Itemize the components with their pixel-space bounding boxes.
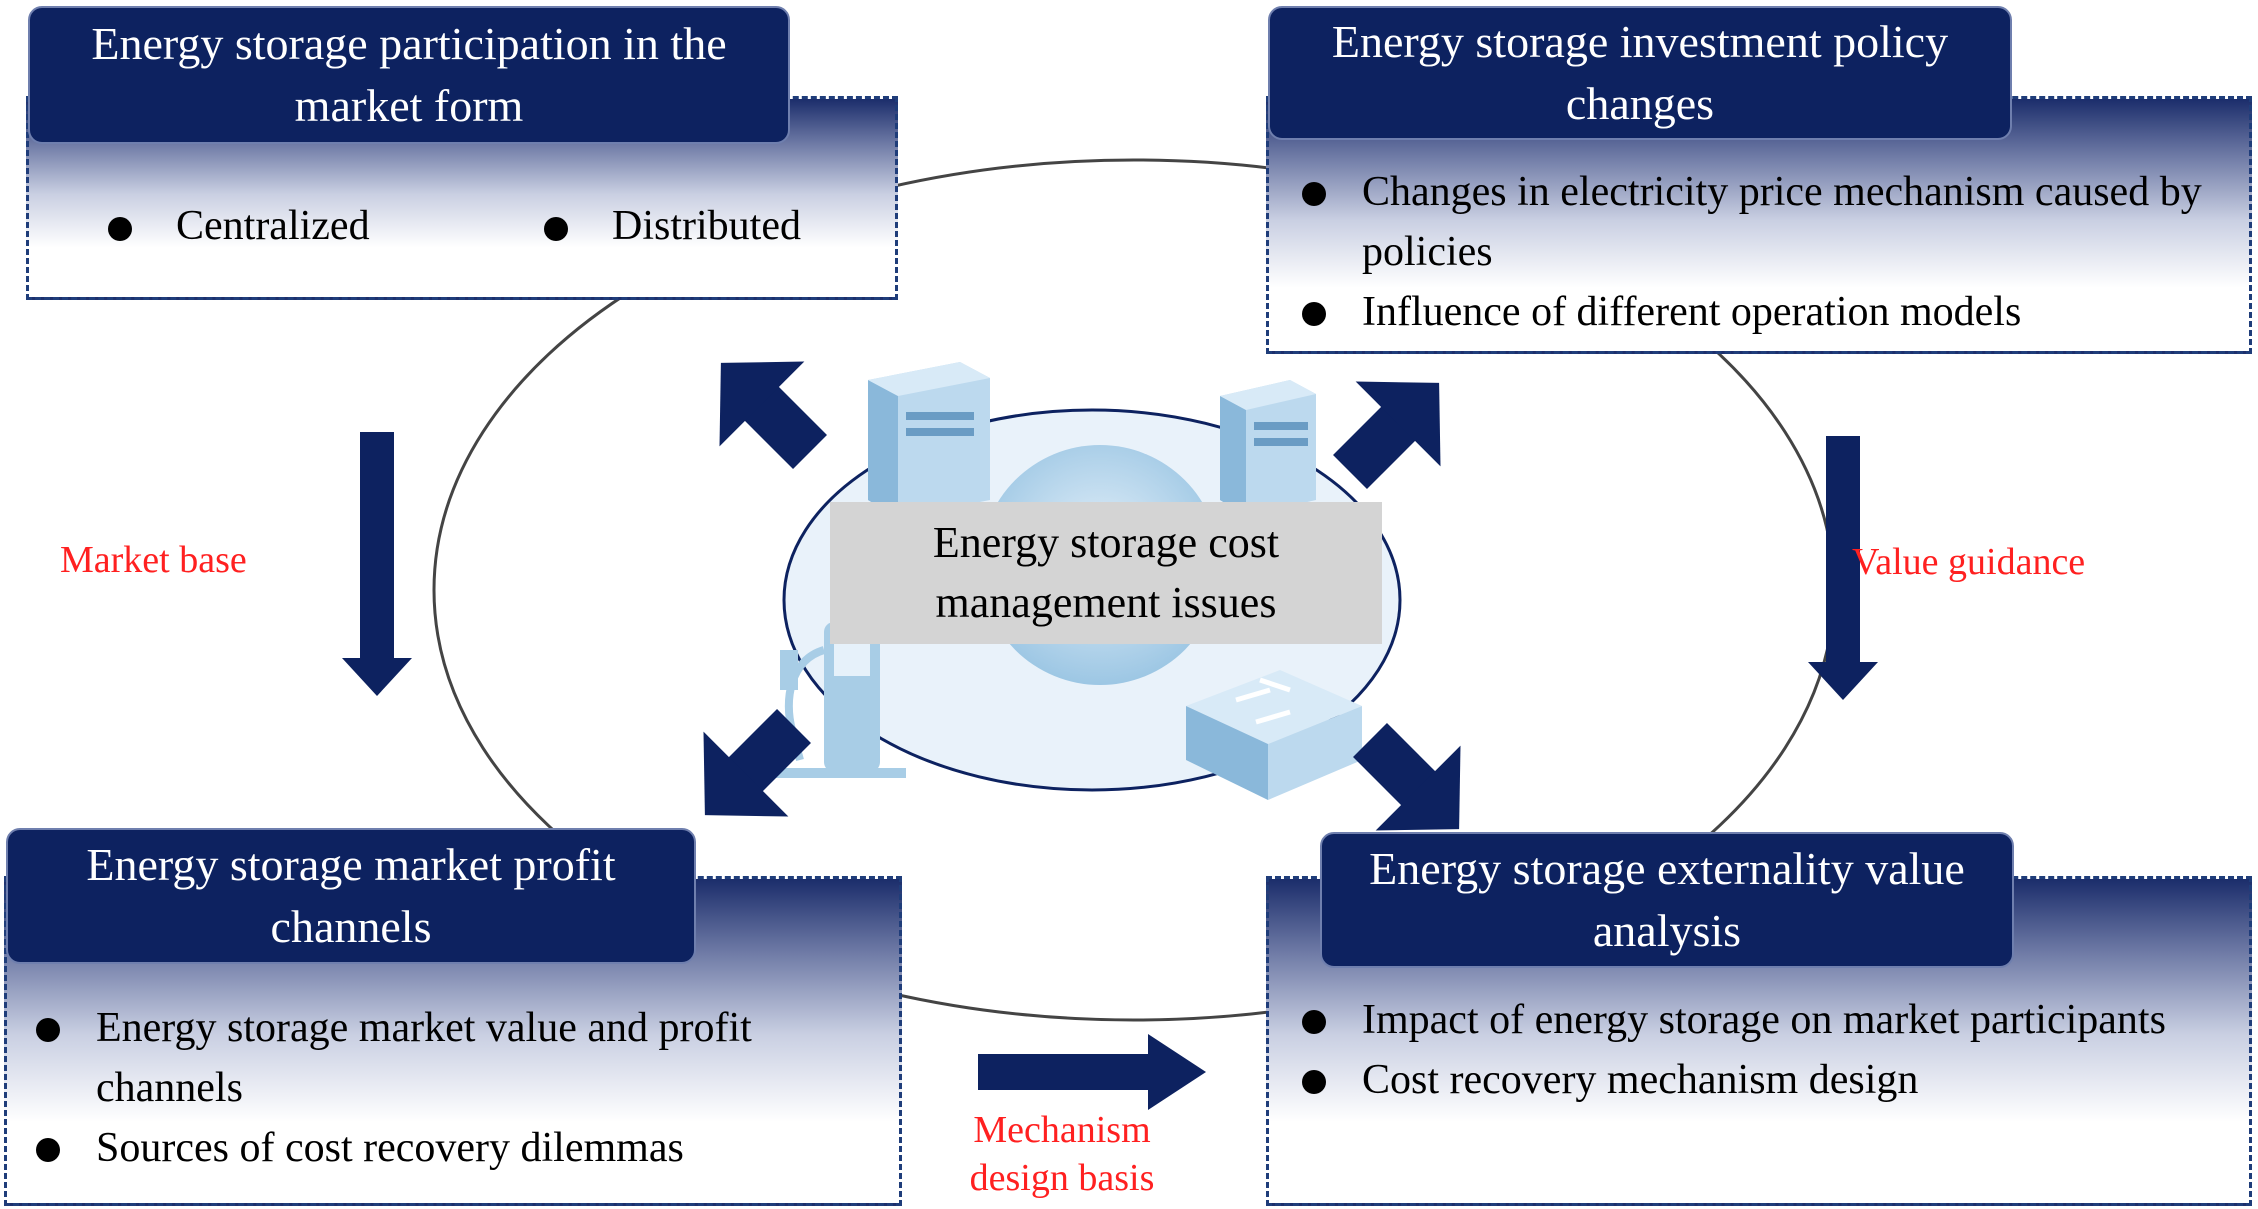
- bullet-cost-recovery-dilemmas: Sources of cost recovery dilemmas: [24, 1118, 884, 1178]
- panel-investment-policy-title: Energy storage investment policy changes: [1268, 6, 2012, 140]
- flow-label-mechanism-design-basis: Mechanism design basis: [969, 1109, 1155, 1199]
- arrow-down-left-flow-icon: [342, 432, 412, 696]
- bullet-centralized: Centralized: [108, 196, 370, 256]
- bullet-operation-models: Influence of different operation models: [1290, 282, 2240, 342]
- panel-market-form-title: Energy storage participation in the mark…: [28, 6, 790, 144]
- flow-label-value-guidance: Value guidance: [1852, 541, 2086, 583]
- bullet-market-participants: Impact of energy storage on market parti…: [1290, 990, 2240, 1050]
- bullet-centralized-label: Centralized: [176, 203, 370, 249]
- panel-investment-policy-list: Changes in electricity price mechanism c…: [1290, 162, 2240, 342]
- panel-profit-channels-list: Energy storage market value and profit c…: [24, 998, 884, 1178]
- arrow-right-bottom-flow-icon: [978, 1034, 1206, 1110]
- bullet-price-mechanism: Changes in electricity price mechanism c…: [1290, 162, 2240, 282]
- arrow-down-right-icon: [1353, 723, 1461, 831]
- center-issue-label: Energy storage cost management issues: [830, 502, 1382, 644]
- arrow-up-left-icon: [719, 361, 827, 469]
- bullet-market-value: Energy storage market value and profit c…: [24, 998, 884, 1118]
- arrow-up-right-icon: [1333, 381, 1441, 489]
- panel-externality-value-title: Energy storage externality value analysi…: [1320, 832, 2014, 968]
- network-switch-icon: [1186, 670, 1362, 800]
- bullet-distributed: Distributed: [544, 196, 801, 256]
- panel-externality-value-list: Impact of energy storage on market parti…: [1290, 990, 2240, 1110]
- panel-profit-channels-title: Energy storage market profit channels: [6, 828, 696, 964]
- bullet-cost-recovery-design: Cost recovery mechanism design: [1290, 1050, 2240, 1110]
- bullet-distributed-label: Distributed: [612, 203, 801, 249]
- arrow-down-right-flow-icon: [1808, 436, 1878, 700]
- flow-label-market-base: Market base: [60, 539, 247, 581]
- server-right-icon: [1220, 380, 1316, 516]
- server-left-icon: [868, 362, 990, 518]
